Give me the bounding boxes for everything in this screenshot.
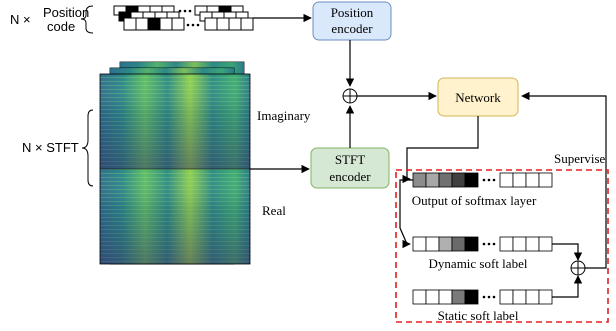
arrow-network-to-softmax (402, 116, 479, 184)
position-label-2: code (47, 19, 75, 34)
static-soft-label-text: Static soft label (438, 308, 519, 323)
position-encoder-block: Position encoder (312, 1, 392, 41)
static-soft-label-strip (412, 289, 553, 305)
position-encoder-label-1: Position (331, 5, 374, 20)
position-code-strips (113, 5, 254, 31)
softmax-output-label: Output of softmax layer (412, 193, 537, 208)
stft-encoder-label-2: encoder (329, 169, 371, 184)
arrow-static-to-sum (552, 275, 583, 298)
supervise-label: Supervise (554, 151, 606, 166)
dynamic-soft-label-text: Dynamic soft label (429, 256, 528, 271)
position-encoder-label-2: encoder (331, 21, 373, 36)
real-label: Real (262, 203, 286, 218)
stft-label: N × STFT (22, 140, 79, 155)
softmax-output-strip (412, 172, 553, 188)
position-label-1: Position (43, 5, 89, 20)
stft-encoder-label-1: STFT (335, 152, 365, 167)
spectrogram-stack (99, 61, 251, 265)
network-block: Network (437, 77, 519, 117)
stft-brace (81, 109, 94, 187)
arrow-softmax-to-dynamic (399, 179, 413, 249)
stft-encoder-block: STFT encoder (310, 147, 390, 189)
sum-node-encoders (342, 88, 358, 104)
position-brace (80, 5, 94, 34)
label-generation-box (395, 169, 609, 323)
network-label: Network (455, 90, 501, 105)
position-n-label: N × (10, 12, 31, 27)
imaginary-label: Imaginary (257, 108, 311, 123)
dynamic-soft-label-strip (412, 236, 553, 252)
arrow-dynamic-to-sum (552, 243, 583, 261)
arrow-supervise-to-network (521, 91, 607, 269)
sum-node-labels (570, 260, 586, 276)
